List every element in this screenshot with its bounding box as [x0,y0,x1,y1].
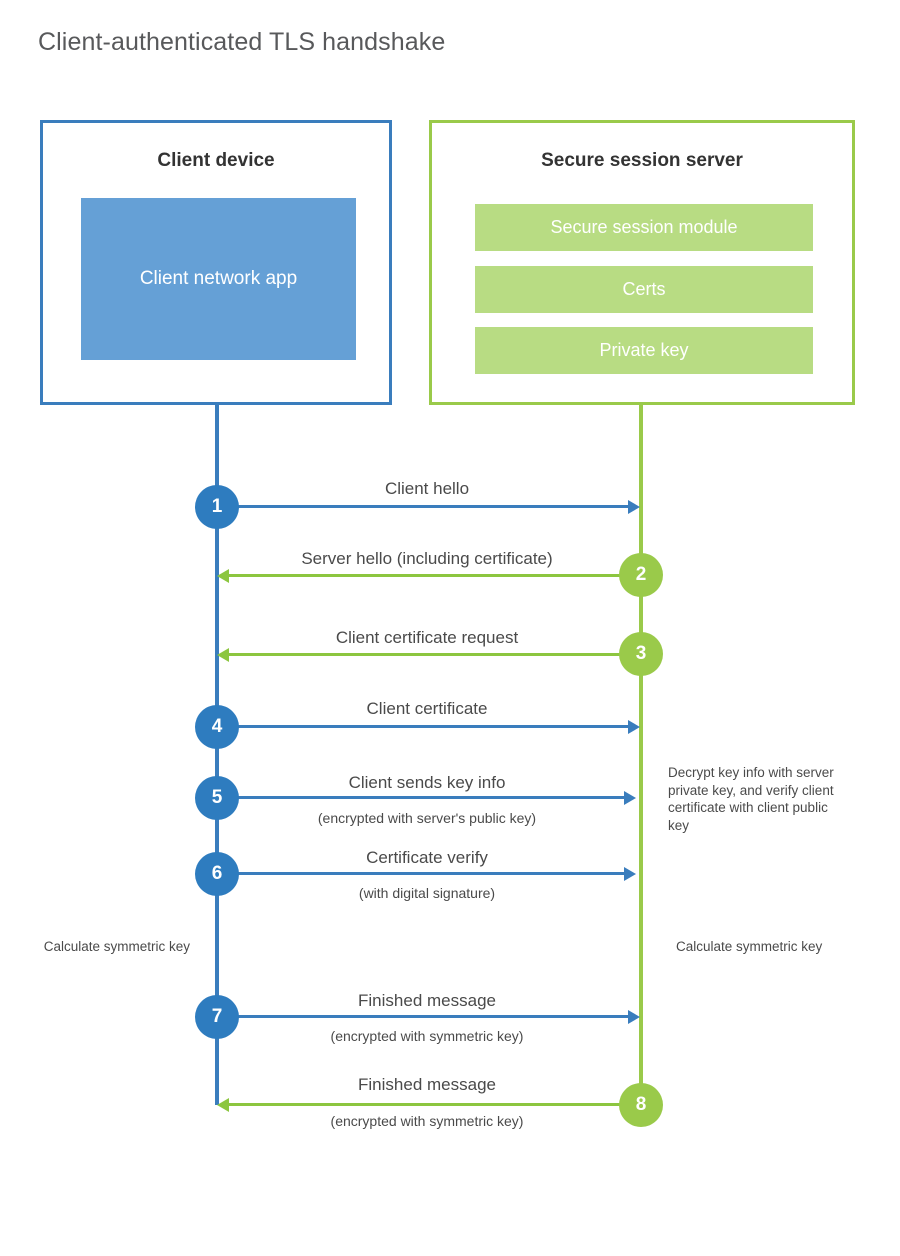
client-device-box: Client device Client network app [40,120,392,405]
step-7-marker: 7 [195,995,239,1039]
client-calculate-symmetric-key-note: Calculate symmetric key [43,939,190,954]
server-component-secure-session-module: Secure session module [475,204,813,251]
arrowhead-right-icon [624,790,636,805]
server-calculate-symmetric-key-note: Calculate symmetric key [676,939,823,954]
arrowhead-left-icon [217,568,229,583]
step-8-marker: 8 [619,1083,663,1127]
arrowhead-right-icon [628,1009,640,1024]
step-2-marker: 2 [619,553,663,597]
arrowhead-left-icon [217,1097,229,1112]
step-3-arrow [217,647,641,662]
client-network-app-block: Client network app [81,198,356,360]
client-lifeline [215,405,219,1105]
client-device-title: Client device [157,150,275,171]
step-1-label: Client hello [384,479,470,498]
step-5-marker: 5 [195,776,239,820]
step-2-label: Server hello (including certificate) [301,549,553,568]
step-5-label: Client sends key info [348,773,506,792]
secure-session-server-title: Secure session server [541,150,743,171]
step-7-sublabel: (encrypted with symmetric key) [330,1028,524,1044]
step-1-arrow [217,499,640,514]
server-component-certs: Certs [475,266,813,313]
step-6-arrow [217,866,636,881]
step-4-label: Client certificate [366,699,488,718]
arrowhead-right-icon [628,499,640,514]
step-4-marker: 4 [195,705,239,749]
step-2-arrow [217,568,641,583]
step-8-arrow [217,1097,641,1112]
arrowhead-right-icon [624,866,636,881]
server-component-private-key: Private key [475,327,813,374]
secure-session-server-box: Secure session server Secure session mod… [429,120,855,405]
page-title: Client-authenticated TLS handshake [38,28,446,56]
step-6-sublabel: (with digital signature) [358,885,496,901]
step-4-arrow [217,719,640,734]
step-8-sublabel: (encrypted with symmetric key) [330,1113,524,1129]
step-6-label: Certificate verify [366,848,488,867]
step-3-label: Client certificate request [335,628,519,647]
server-lifeline [639,405,643,1105]
step-1-marker: 1 [195,485,239,529]
step-5-arrow [217,790,636,805]
step-5-sublabel: (encrypted with server's public key) [317,810,537,826]
server-decrypt-note: Decrypt key info with server private key… [668,765,834,833]
arrowhead-left-icon [217,647,229,662]
arrowhead-right-icon [628,719,640,734]
step-7-label: Finished message [358,991,496,1010]
step-8-label: Finished message [358,1075,496,1094]
step-7-arrow [217,1009,640,1024]
step-3-marker: 3 [619,632,663,676]
step-6-marker: 6 [195,852,239,896]
